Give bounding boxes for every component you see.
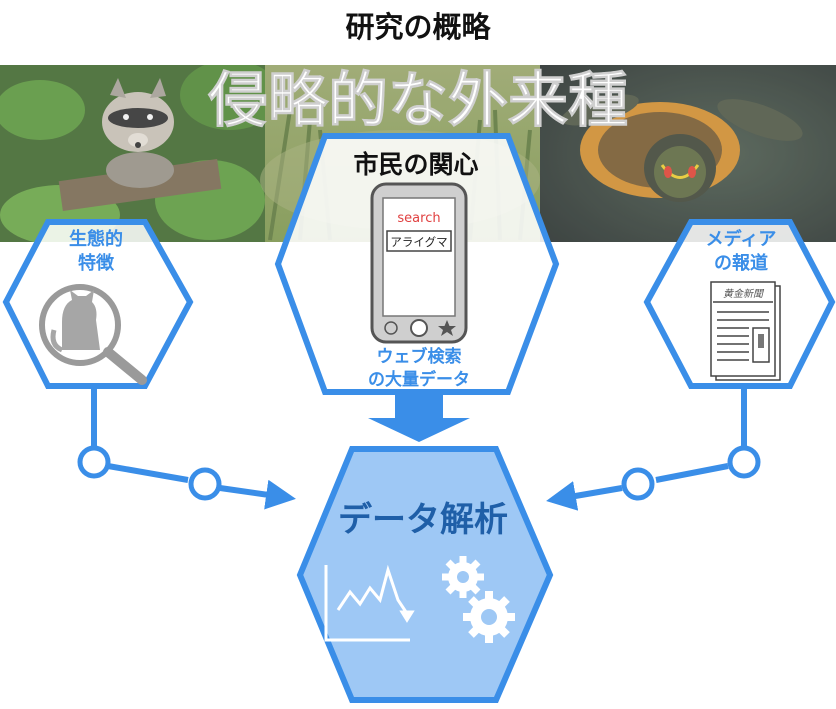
- magnifier-with-cat-icon: [39, 284, 147, 385]
- line-chart-icon: [324, 564, 415, 642]
- hex-node-biology: 生態的 特徴: [2, 219, 194, 389]
- connector-node: [188, 467, 222, 501]
- connector-node: [621, 467, 655, 501]
- biology-label-line2: 特徴: [78, 252, 115, 274]
- phone-home-button: [410, 319, 428, 337]
- connector-left-arrow: [219, 479, 296, 510]
- citizen-caption-line2: の大量データ: [368, 369, 470, 390]
- down-arrow: [368, 392, 470, 442]
- star-icon: [438, 320, 456, 336]
- banner-title: 侵略的な外来種: [207, 66, 628, 136]
- media-label-line2: の報道: [714, 252, 768, 274]
- media-label-line1: メディア: [706, 228, 777, 250]
- phone-search-query: アライグマ: [390, 235, 447, 249]
- connector-node: [77, 445, 111, 479]
- analysis-title: データ解析: [338, 500, 508, 540]
- page-title: 研究の概略: [345, 10, 491, 44]
- newspaper-icon: 黄金新聞: [710, 281, 781, 381]
- peace-icon: [384, 321, 398, 335]
- phone-search-box: [386, 230, 452, 252]
- biology-label-line1: 生態的: [69, 228, 123, 250]
- newspaper-name: 黄金新聞: [723, 288, 765, 300]
- hex-node-analysis: データ解析: [296, 446, 554, 703]
- connector-right-diagonal: [655, 463, 729, 483]
- gears-icon: [442, 556, 515, 643]
- hex-node-citizen: 市民の関心 search アライグマ ウェブ検索 の大量データ: [274, 133, 560, 395]
- connector-node: [727, 445, 761, 479]
- citizen-caption-line1: ウェブ検索: [377, 346, 462, 367]
- hex-node-media: メディア の報道 黄金新聞: [643, 219, 836, 389]
- connector-right-arrow: [546, 481, 623, 511]
- phone-search-label: search: [397, 211, 440, 226]
- smartphone-icon: search アライグマ: [370, 182, 468, 344]
- raccoon-photo: [0, 65, 280, 242]
- connector-left-diagonal: [107, 463, 189, 483]
- turtle-photo: [540, 65, 836, 242]
- citizen-title: 市民の関心: [353, 150, 478, 179]
- connectors: [91, 388, 747, 511]
